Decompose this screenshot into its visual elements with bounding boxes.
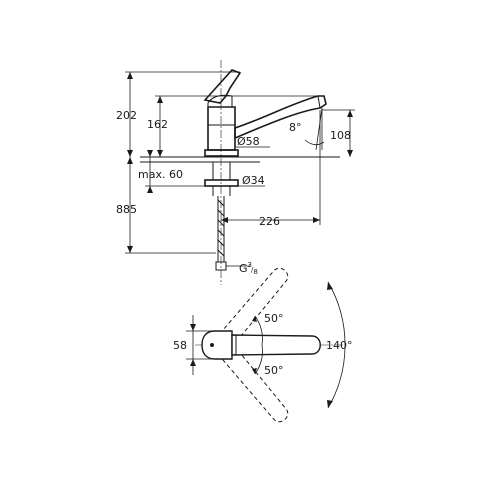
mounting-shank [212, 161, 231, 181]
label-108: 108 [330, 129, 351, 142]
label-202: 202 [116, 109, 137, 122]
arc-50-lower [254, 344, 263, 375]
label-226: 226 [259, 215, 280, 228]
arrow-50-upper [252, 316, 257, 322]
arrow-140-top [327, 282, 333, 290]
label-g-den: 8 [253, 268, 257, 276]
label-max60: max. 60 [138, 168, 183, 181]
label-g: G [239, 262, 248, 275]
arrow-885-top [127, 157, 133, 164]
label-8deg: 8° [289, 121, 302, 134]
arrow-50-lower [252, 368, 257, 374]
label-angle-upper: 50° [264, 312, 284, 325]
arc-50-upper [254, 315, 263, 346]
arrow-108-bot [347, 150, 353, 157]
mounting-nut [204, 179, 239, 187]
label-g-num: 3 [248, 261, 252, 269]
arrow-226-right [313, 217, 320, 223]
label-885: 885 [116, 203, 137, 216]
arc-140 [327, 281, 346, 409]
spout-rotated-lower [214, 338, 289, 423]
elevation-view: 202 162 8° 108 Ø58 max. 60 Ø34 [116, 60, 355, 285]
arrow-58-bot [190, 359, 196, 366]
arrow-162-top [157, 96, 163, 103]
arrow-885-bot [127, 246, 133, 253]
arrow-162-bot [157, 150, 163, 157]
body-plan [201, 330, 233, 360]
arrow-max60-bot [147, 186, 153, 193]
arrow-202-bot [127, 150, 133, 157]
handle-indicator [210, 343, 214, 347]
arrow-140-bot [327, 400, 333, 408]
plan-view: 58 50° 50° 140° [173, 267, 353, 423]
arrow-108-top [347, 110, 353, 117]
spout-rotated-upper [214, 267, 289, 352]
label-162: 162 [147, 118, 168, 131]
lever-handle [203, 69, 242, 104]
faucet-body [207, 106, 236, 151]
spout [234, 95, 327, 140]
ext-8-slope [315, 107, 323, 151]
lever-base [207, 94, 233, 108]
label-plan58: 58 [173, 339, 187, 352]
label-dia34: Ø34 [242, 174, 265, 187]
arrow-58-top [190, 324, 196, 331]
label-angle-total: 140° [326, 339, 353, 352]
arc-8 [304, 139, 325, 146]
label-g38: G3/8 [239, 261, 258, 276]
base-flange [204, 149, 239, 157]
aerator [317, 95, 321, 109]
label-angle-lower: 50° [264, 364, 284, 377]
spout-plan [231, 334, 321, 356]
arrow-226-left [221, 217, 228, 223]
arrow-max60-top [147, 150, 153, 157]
label-dia58: Ø58 [237, 135, 260, 148]
arrow-202-top [127, 72, 133, 79]
hose-braid [217, 199, 225, 257]
